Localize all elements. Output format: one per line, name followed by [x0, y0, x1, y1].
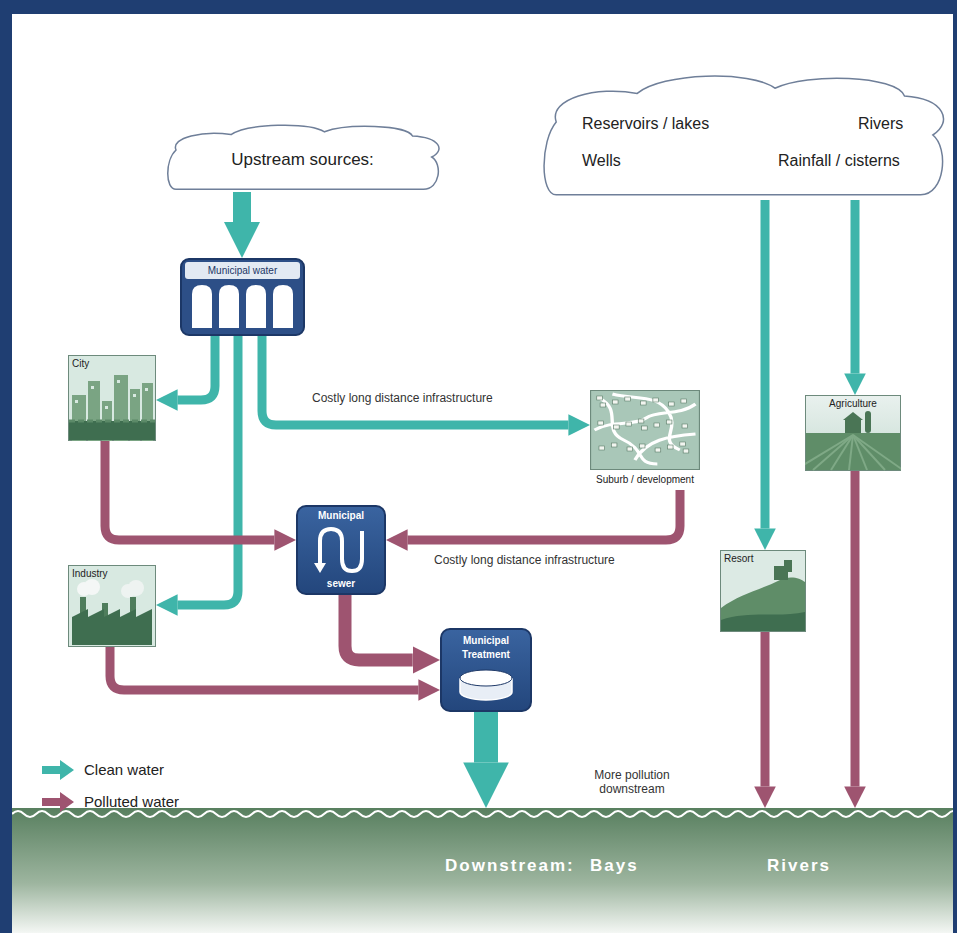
node-label: Rainfall / cisterns — [778, 152, 900, 170]
polluted-water-arrow — [851, 471, 860, 786]
edge-label: Costly long distance infrastructure — [310, 391, 495, 405]
sewer-box: Municipal sewer — [296, 505, 386, 595]
suburb-box: Suburb / development — [590, 390, 700, 490]
water-surface-wave — [12, 808, 953, 822]
node-label: Rivers — [767, 856, 831, 876]
node-label: Upstream sources: — [231, 150, 374, 170]
node-label: Industry — [72, 568, 108, 580]
legend-arrow-swatch — [42, 792, 76, 812]
node-label: sewer — [327, 578, 355, 590]
node-label: Suburb / development — [596, 474, 694, 486]
polluted-water-arrow — [761, 632, 770, 786]
clean-water-arrow — [233, 192, 251, 222]
clean-water-arrow — [474, 712, 498, 762]
industry-box: Industry — [68, 565, 156, 647]
city-box: City — [68, 355, 156, 441]
clean-water-arrow — [262, 336, 568, 425]
polluted-water-arrow — [105, 441, 274, 540]
clean-water-arrow — [851, 200, 860, 373]
node-label: Downstream: — [445, 856, 575, 876]
node-label: Municipal — [463, 635, 509, 647]
downstream-band: Downstream: Bays Rivers — [12, 808, 953, 933]
clean-water-arrow — [761, 200, 770, 528]
node-label: Reservoirs / lakes — [582, 115, 709, 133]
node-label: Agriculture — [829, 398, 877, 410]
node-label: City — [72, 358, 89, 370]
node-label: Resort — [724, 553, 753, 565]
legend-arrow-swatch — [42, 760, 76, 780]
agriculture-box: Agriculture — [805, 395, 901, 471]
municipal-water-box: Municipal water — [180, 258, 305, 336]
source-cloud: Upstream sources: — [165, 122, 440, 192]
edge-label: Costly long distance infrastructure — [432, 553, 617, 567]
polluted-water-arrow — [345, 595, 413, 660]
node-label: Rivers — [858, 115, 903, 133]
suburb-illustration — [590, 390, 700, 470]
clean-water-arrow — [178, 336, 238, 605]
cloud-outline — [540, 70, 945, 200]
treatment-box: MunicipalTreatment — [440, 628, 532, 712]
legend-text: Polluted water — [84, 793, 179, 810]
source-cloud: Reservoirs / lakes RiversWells Rainfall / … — [540, 70, 945, 200]
node-label: Municipal water — [208, 265, 277, 277]
resort-box: Resort — [720, 550, 806, 632]
node-label: Municipal — [318, 510, 364, 522]
polluted-water-arrow — [110, 647, 418, 690]
clean-water-arrow — [178, 336, 215, 400]
node-label: Bays — [590, 856, 639, 876]
node-label: Wells — [582, 152, 621, 170]
polluted-water-arrow — [408, 490, 680, 540]
note-label: More pollution downstream — [570, 768, 694, 797]
legend-text: Clean water — [84, 761, 164, 778]
node-label: Treatment — [462, 649, 510, 661]
